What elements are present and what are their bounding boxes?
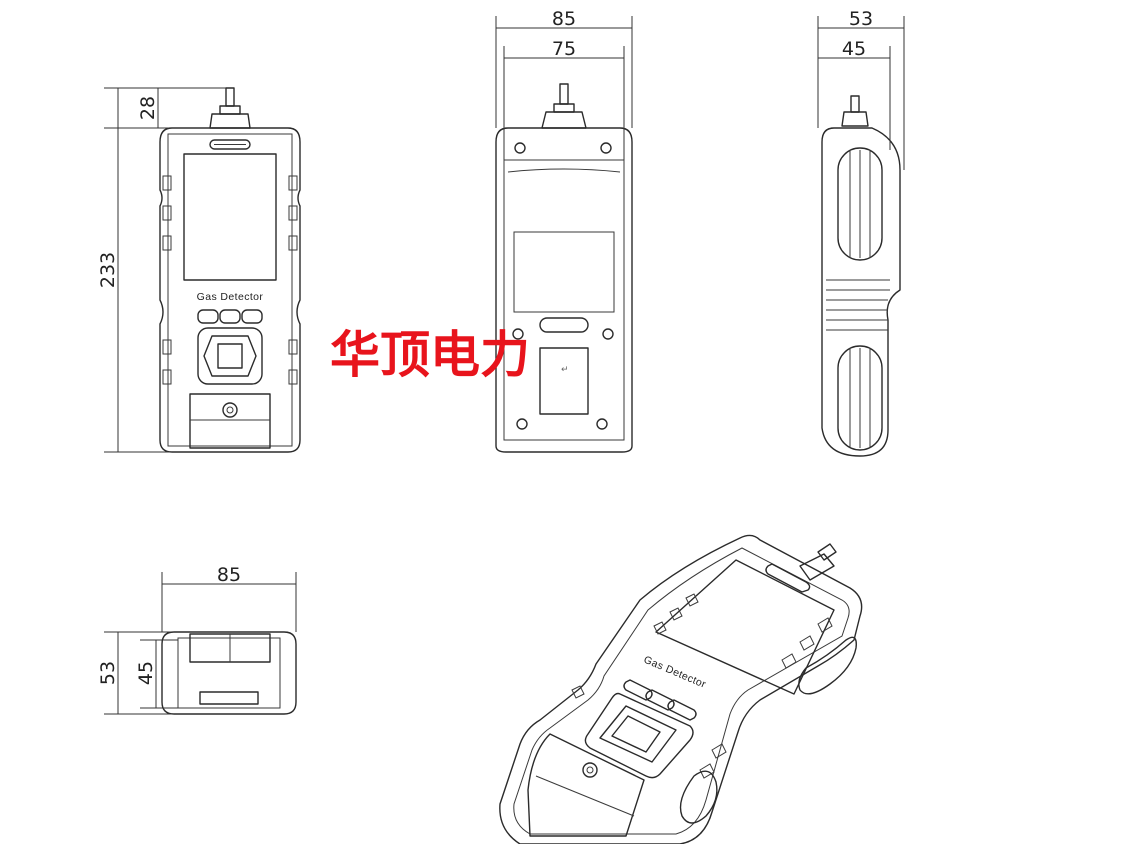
device-label-iso: Gas Detector — [642, 654, 708, 691]
watermark: 华顶电力 ↵ — [330, 325, 569, 384]
dim-side-inner-depth: 45 — [842, 38, 866, 60]
return-mark-icon: ↵ — [561, 365, 569, 375]
dim-bottom-outer-depth: 53 — [97, 661, 119, 685]
bottom-view: 85 53 45 — [97, 564, 297, 715]
dim-front-height: 233 — [97, 252, 119, 288]
dim-front-probe: 28 — [137, 96, 159, 120]
side-view: 53 45 — [817, 8, 905, 457]
front-dimensions: 233 28 — [97, 87, 226, 453]
front-view: Gas Detector — [159, 87, 301, 453]
isometric-view: Gas Detector — [499, 534, 863, 844]
watermark-text: 华顶电力 — [330, 325, 530, 384]
dim-bottom-width: 85 — [217, 564, 241, 586]
dim-bottom-inner-depth: 45 — [135, 661, 157, 685]
dim-back-inner-width: 75 — [552, 38, 576, 60]
dim-back-outer-width: 85 — [552, 8, 576, 30]
device-label-front: Gas Detector — [197, 291, 264, 303]
dim-side-outer-depth: 53 — [849, 8, 873, 30]
back-view: 85 75 — [495, 8, 633, 453]
